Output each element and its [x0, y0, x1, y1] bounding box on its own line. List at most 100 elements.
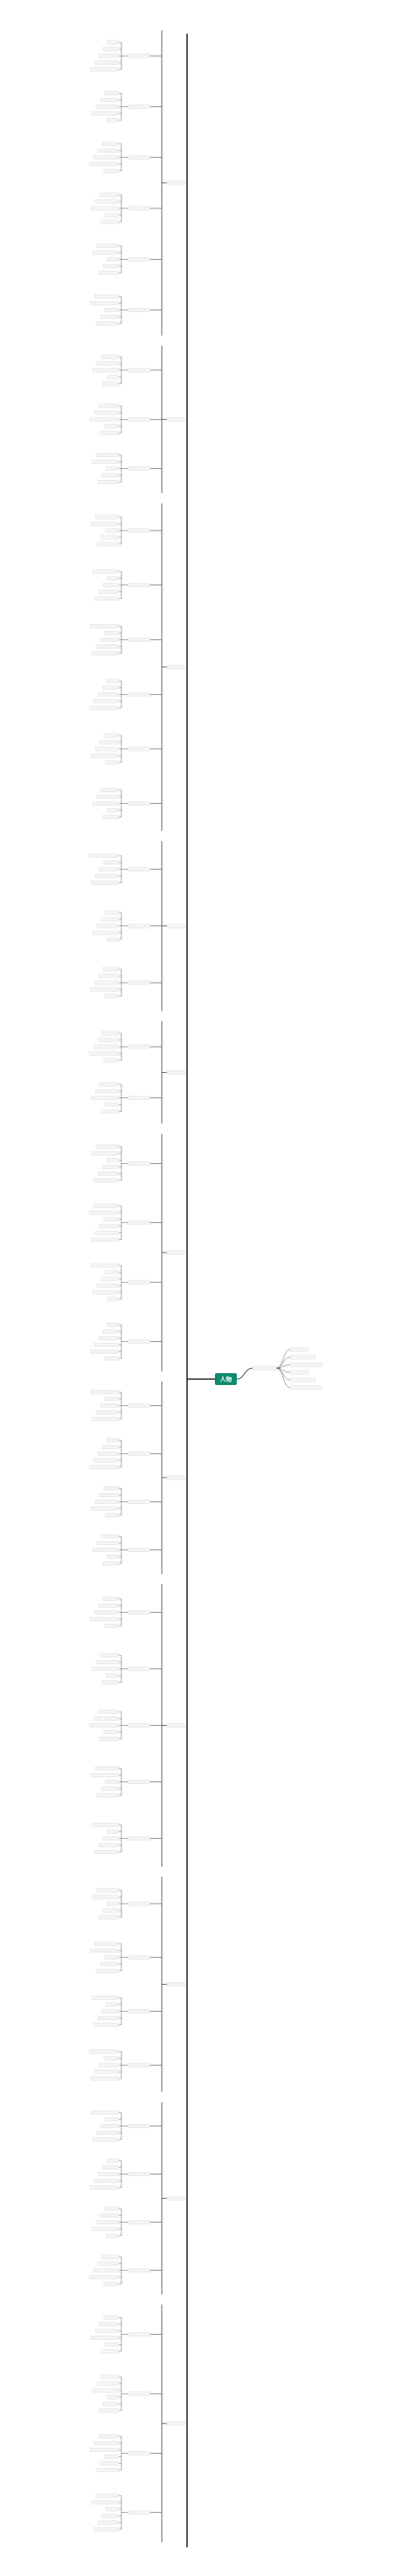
leaf-node[interactable] [104, 213, 120, 218]
leaf-node[interactable] [94, 980, 120, 985]
sub-node[interactable] [127, 1096, 151, 1101]
sub-node[interactable] [127, 2172, 151, 2177]
leaf-node[interactable] [97, 1171, 120, 1176]
leaf-node[interactable] [97, 2520, 120, 2525]
leaf-node[interactable] [102, 815, 120, 820]
leaf-node[interactable] [94, 1850, 120, 1854]
leaf-node[interactable] [94, 596, 120, 601]
leaf-node[interactable] [102, 1329, 120, 1334]
leaf-node[interactable] [106, 1323, 120, 1327]
leaf-node[interactable] [92, 2388, 120, 2393]
leaf-node[interactable] [104, 1513, 120, 1517]
leaf-node[interactable] [94, 1500, 120, 1504]
sub-node[interactable] [127, 206, 151, 211]
leaf-node[interactable] [104, 994, 120, 999]
leaf-node[interactable] [101, 1445, 120, 1449]
leaf-node[interactable] [97, 148, 120, 154]
leaf-node[interactable] [93, 1044, 120, 1049]
leaf-node[interactable] [106, 1555, 120, 1559]
leaf-node[interactable] [93, 155, 120, 160]
leaf-node[interactable] [98, 403, 120, 408]
leaf-node[interactable] [89, 624, 120, 628]
leaf-node[interactable] [99, 2213, 120, 2218]
sub-node[interactable] [127, 2391, 151, 2396]
leaf-node[interactable] [104, 1269, 120, 1275]
leaf-node[interactable] [98, 2408, 120, 2413]
leaf-node[interactable] [104, 1102, 120, 1107]
leaf-node[interactable] [101, 1031, 120, 1036]
leaf-node[interactable] [94, 2329, 120, 2333]
leaf-node[interactable] [89, 1948, 120, 1954]
leaf-node[interactable] [102, 1597, 120, 1601]
leaf-node[interactable] [103, 169, 120, 174]
leaf-node[interactable] [89, 417, 120, 422]
group-node[interactable] [166, 1723, 186, 1727]
sub-node[interactable] [127, 692, 151, 697]
leaf-node[interactable] [104, 910, 120, 915]
leaf-node[interactable] [99, 98, 120, 102]
leaf-node[interactable] [102, 1836, 120, 1840]
leaf-node[interactable] [93, 1458, 120, 1463]
leaf-node[interactable] [89, 67, 120, 72]
leaf-node[interactable] [104, 1356, 120, 1361]
group-node[interactable] [166, 665, 186, 670]
leaf-node[interactable] [89, 2185, 120, 2191]
leaf-node[interactable] [95, 321, 120, 326]
leaf-node[interactable] [88, 705, 120, 710]
leaf-node[interactable] [100, 2374, 120, 2379]
leaf-node[interactable] [102, 2401, 120, 2406]
leaf-node[interactable] [98, 53, 120, 58]
leaf-node[interactable] [88, 2275, 120, 2280]
leaf-node[interactable] [104, 2455, 120, 2459]
leaf-node[interactable] [94, 1231, 120, 1236]
leaf-node[interactable] [98, 1843, 120, 1847]
leaf-node[interactable] [96, 1541, 120, 1545]
leaf-node[interactable] [103, 2315, 120, 2320]
leaf-node[interactable] [89, 1389, 120, 1394]
leaf-node[interactable] [95, 105, 120, 109]
leaf-node[interactable] [97, 1710, 120, 1714]
leaf-node[interactable] [105, 678, 120, 683]
leaf-node[interactable] [106, 937, 120, 942]
leaf-node[interactable] [103, 1058, 120, 1063]
leaf-node[interactable] [90, 1773, 120, 1777]
sub-node[interactable] [127, 801, 151, 806]
leaf-node[interactable] [88, 1465, 120, 1469]
leaf-node[interactable] [104, 1624, 120, 1628]
sub-node[interactable] [127, 1500, 151, 1504]
leaf-node[interactable] [106, 1830, 120, 1834]
leaf-node[interactable] [92, 801, 120, 806]
leaf-node[interactable] [94, 60, 120, 65]
leaf-node[interactable] [91, 1416, 120, 1421]
leaf-node[interactable] [95, 644, 120, 649]
leaf-node[interactable] [99, 1493, 120, 1497]
leaf-node[interactable] [104, 2207, 120, 2212]
leaf-node[interactable] [95, 2468, 120, 2472]
leaf-node[interactable] [95, 1144, 120, 1149]
sub-node[interactable] [127, 2332, 151, 2336]
leaf-node[interactable] [97, 2261, 120, 2266]
leaf-node[interactable] [100, 788, 120, 793]
sub-node[interactable] [127, 1280, 151, 1285]
leaf-node[interactable] [105, 118, 120, 122]
leaf-node[interactable] [89, 1617, 120, 1621]
group-node[interactable] [166, 2421, 186, 2426]
leaf-node[interactable] [103, 2056, 120, 2061]
leaf-node[interactable] [92, 1894, 120, 1900]
leaf-node[interactable] [101, 2255, 120, 2260]
leaf-node[interactable] [90, 1237, 120, 1242]
group-node[interactable] [166, 1982, 186, 1986]
leaf-node[interactable] [103, 860, 120, 865]
leaf-node[interactable] [95, 1409, 120, 1415]
leaf-node[interactable] [105, 1438, 120, 1442]
leaf-node[interactable] [98, 2172, 120, 2177]
leaf-node[interactable] [101, 1164, 120, 1169]
sub-node[interactable] [127, 1161, 151, 1166]
leaf-node[interactable] [90, 1263, 120, 1268]
sub-node[interactable] [127, 2124, 151, 2128]
leaf-node[interactable] [105, 2002, 120, 2007]
sub-node[interactable] [127, 256, 151, 261]
leaf-node[interactable] [95, 2493, 120, 2498]
leaf-node[interactable] [90, 1506, 120, 1511]
leaf-node[interactable] [92, 250, 120, 255]
